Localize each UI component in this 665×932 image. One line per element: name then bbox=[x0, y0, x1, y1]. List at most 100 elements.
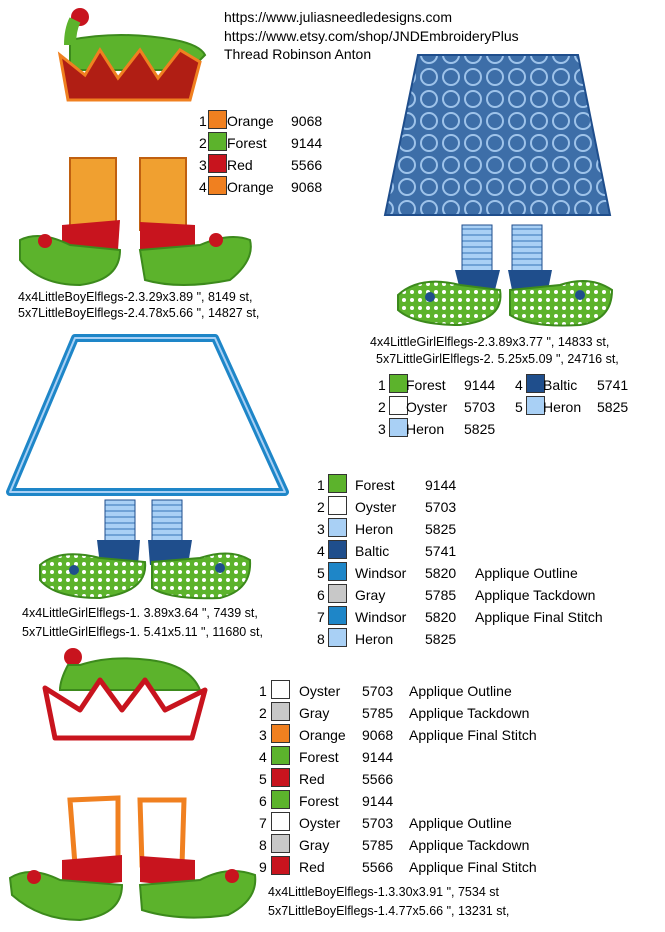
thread-code: 9144 bbox=[425, 477, 457, 493]
thread-number: 1 bbox=[199, 113, 207, 129]
thread-color-name: Heron bbox=[355, 631, 394, 647]
thread-color-name: Orange bbox=[227, 113, 274, 129]
color-swatch bbox=[208, 176, 227, 195]
thread-color-name: Orange bbox=[299, 727, 346, 743]
thread-code: 5785 bbox=[362, 837, 394, 853]
thread-code: 5825 bbox=[597, 399, 629, 415]
design-size-caption: 5x7LittleGirlElflegs-1. 5.41x5.11 ", 116… bbox=[22, 625, 263, 639]
website-url[interactable]: https://www.juliasneedledesigns.com bbox=[224, 9, 453, 25]
thread-color-name: Oyster bbox=[299, 683, 341, 699]
design-size-caption: 5x7LittleGirlElflegs-2. 5.25x5.09 ", 247… bbox=[376, 352, 619, 366]
design-size-caption: 5x7LittleBoyElflegs-1.4.77x5.66 ", 13231… bbox=[268, 904, 510, 918]
thread-number: 4 bbox=[199, 179, 207, 195]
color-swatch bbox=[271, 702, 290, 721]
thread-number: 7 bbox=[259, 815, 267, 831]
thread-code: 9068 bbox=[362, 727, 394, 743]
thread-number: 4 bbox=[515, 377, 523, 393]
thread-color-name: Orange bbox=[227, 179, 274, 195]
thread-number: 1 bbox=[378, 377, 386, 393]
color-swatch bbox=[271, 856, 290, 875]
color-swatch bbox=[389, 374, 408, 393]
color-swatch bbox=[328, 628, 347, 647]
color-swatch bbox=[271, 812, 290, 831]
thread-color-name: Oyster bbox=[406, 399, 448, 415]
thread-number: 3 bbox=[378, 421, 386, 437]
thread-number: 4 bbox=[259, 749, 267, 765]
thread-number: 6 bbox=[259, 793, 267, 809]
thread-code: 9144 bbox=[362, 793, 394, 809]
stitch-note: Applique Tackdown bbox=[475, 587, 596, 603]
stitch-note: Applique Outline bbox=[475, 565, 578, 581]
color-swatch bbox=[208, 154, 227, 173]
thread-code: 5825 bbox=[425, 631, 457, 647]
stitch-note: Applique Final Stitch bbox=[409, 727, 537, 743]
thread-color-name: Forest bbox=[299, 793, 339, 809]
thread-color-name: Forest bbox=[299, 749, 339, 765]
girl-elf-legs-filled bbox=[383, 54, 614, 327]
design-size-caption: 5x7LittleBoyElflegs-2.4.78x5.66 ", 14827… bbox=[18, 306, 260, 320]
stitch-note: Applique Tackdown bbox=[409, 837, 530, 853]
thread-color-name: Red bbox=[299, 859, 325, 875]
thread-number: 9 bbox=[259, 859, 267, 875]
stitch-note: Applique Final Stitch bbox=[475, 609, 603, 625]
thread-number: 3 bbox=[259, 727, 267, 743]
thread-color-name: Windsor bbox=[355, 609, 407, 625]
thread-number: 2 bbox=[378, 399, 386, 415]
thread-color-name: Red bbox=[299, 771, 325, 787]
thread-color-name: Windsor bbox=[355, 565, 407, 581]
thread-color-name: Oyster bbox=[299, 815, 341, 831]
thread-code: 5566 bbox=[362, 859, 394, 875]
thread-color-name: Oyster bbox=[355, 499, 397, 515]
thread-code: 5566 bbox=[291, 157, 323, 173]
stitch-note: Applique Final Stitch bbox=[409, 859, 537, 875]
color-swatch bbox=[328, 606, 347, 625]
color-swatch bbox=[328, 584, 347, 603]
color-swatch bbox=[526, 396, 545, 415]
boy-elf-hat-filled bbox=[57, 8, 207, 102]
thread-number: 1 bbox=[259, 683, 267, 699]
stitch-note: Applique Tackdown bbox=[409, 705, 530, 721]
thread-code: 5566 bbox=[362, 771, 394, 787]
color-swatch bbox=[526, 374, 545, 393]
thread-code: 9068 bbox=[291, 179, 323, 195]
etsy-shop-url[interactable]: https://www.etsy.com/shop/JNDEmbroideryP… bbox=[224, 28, 519, 44]
thread-color-name: Baltic bbox=[355, 543, 390, 559]
color-swatch bbox=[271, 746, 290, 765]
color-swatch bbox=[271, 834, 290, 853]
stitch-note: Applique Outline bbox=[409, 815, 512, 831]
thread-number: 3 bbox=[199, 157, 207, 173]
thread-code: 5741 bbox=[597, 377, 629, 393]
thread-color-name: Gray bbox=[355, 587, 386, 603]
thread-number: 3 bbox=[317, 521, 325, 537]
thread-number: 2 bbox=[199, 135, 207, 151]
color-swatch bbox=[208, 132, 227, 151]
design-size-caption: 4x4LittleBoyElflegs-1.3.30x3.91 ", 7534 … bbox=[268, 885, 499, 899]
thread-color-name: Heron bbox=[406, 421, 445, 437]
boy-elf-hat-applique bbox=[42, 648, 208, 741]
thread-number: 2 bbox=[317, 499, 325, 515]
color-swatch bbox=[389, 418, 408, 437]
thread-color-name: Gray bbox=[299, 837, 330, 853]
thread-code: 5825 bbox=[464, 421, 496, 437]
color-swatch bbox=[389, 396, 408, 415]
thread-code: 9144 bbox=[464, 377, 496, 393]
thread-color-name: Forest bbox=[406, 377, 446, 393]
thread-code: 9144 bbox=[291, 135, 323, 151]
color-swatch bbox=[328, 540, 347, 559]
thread-number: 6 bbox=[317, 587, 325, 603]
color-swatch bbox=[328, 518, 347, 537]
thread-number: 5 bbox=[515, 399, 523, 415]
thread-color-name: Forest bbox=[355, 477, 395, 493]
thread-color-name: Heron bbox=[355, 521, 394, 537]
thread-number: 5 bbox=[259, 771, 267, 787]
color-swatch bbox=[208, 110, 227, 129]
design-size-caption: 4x4LittleGirlElflegs-2.3.89x3.77 ", 1483… bbox=[370, 335, 610, 349]
color-swatch bbox=[328, 562, 347, 581]
color-swatch bbox=[328, 496, 347, 515]
thread-code: 5785 bbox=[362, 705, 394, 721]
thread-number: 4 bbox=[317, 543, 325, 559]
stitch-note: Applique Outline bbox=[409, 683, 512, 699]
thread-code: 5741 bbox=[425, 543, 457, 559]
thread-code: 5703 bbox=[464, 399, 496, 415]
